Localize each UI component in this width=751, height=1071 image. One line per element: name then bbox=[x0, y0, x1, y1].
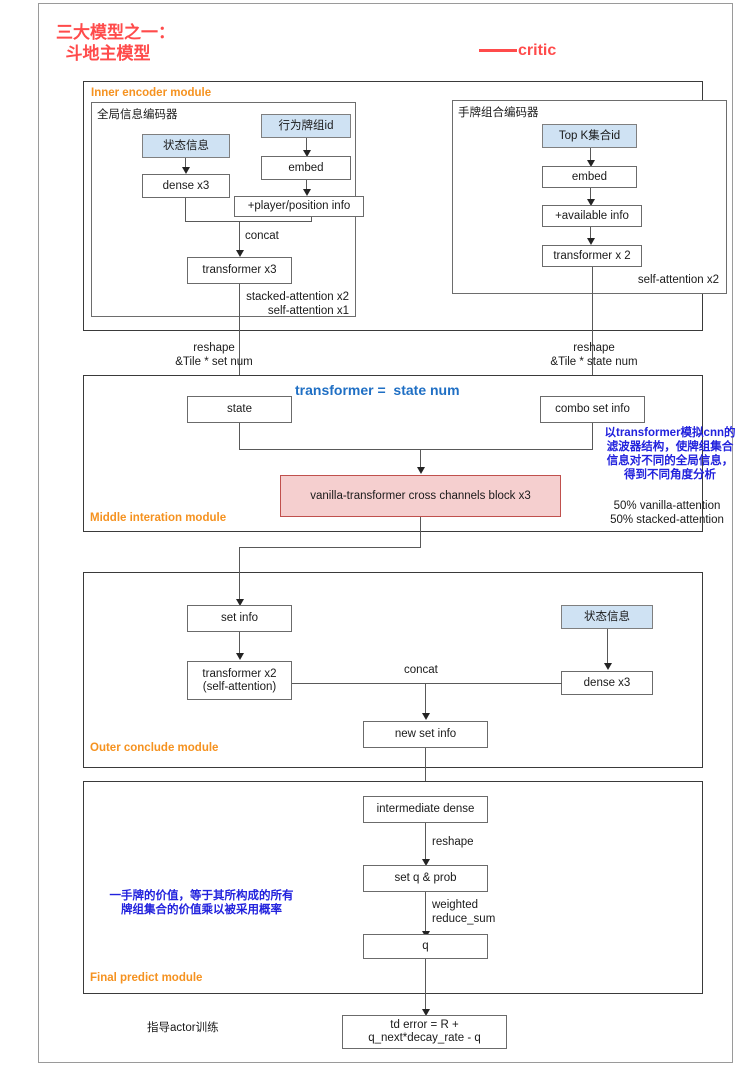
critic-line-icon bbox=[479, 49, 517, 52]
arrow-available-to-transformer bbox=[587, 238, 595, 245]
arrow-merge-to-cross-block bbox=[417, 467, 425, 474]
subgroup-label-global-info-encoder: 全局信息编码器 bbox=[97, 109, 178, 121]
edge-stateinfo2-to-dense bbox=[607, 629, 608, 665]
node-player-position-info[interactable]: +player/position info bbox=[234, 196, 364, 217]
note-guide-actor-training: 指导actor训练 bbox=[147, 1022, 219, 1034]
edge-transformer-x2-out bbox=[592, 267, 593, 388]
critic-legend: critic bbox=[479, 42, 556, 60]
node-transformer-x2-self-attention[interactable]: transformer x2 (self-attention) bbox=[187, 661, 292, 700]
arrow-q-to-td-error bbox=[422, 1009, 430, 1016]
edge-label-weighted-reduce-sum: weighted reduce_sum bbox=[432, 899, 496, 925]
edge-merge-bus bbox=[239, 449, 593, 450]
arrow-actionid-to-embed bbox=[303, 150, 311, 157]
node-state-info-2[interactable]: 状态信息 bbox=[561, 605, 653, 629]
edge-playerinfo-down bbox=[311, 217, 312, 221]
diagram-canvas: 三大模型之一： 斗地主模型 critic Inner encoder modul… bbox=[38, 3, 736, 1063]
subgroup-label-hand-combo-encoder: 手牌组合编码器 bbox=[458, 107, 539, 119]
node-embed-2[interactable]: embed bbox=[542, 166, 637, 188]
node-td-error[interactable]: td error = R + q_next*decay_rate - q bbox=[342, 1015, 507, 1049]
arrow-state-to-dense bbox=[182, 167, 190, 174]
module-label-inner-encoder: Inner encoder module bbox=[91, 87, 212, 99]
node-available-info[interactable]: +available info bbox=[542, 205, 642, 227]
node-new-set-info[interactable]: new set info bbox=[363, 721, 488, 748]
node-dense-x3[interactable]: dense x3 bbox=[142, 174, 230, 198]
edge-concat-bus-2 bbox=[292, 683, 562, 684]
node-state-info[interactable]: 状态信息 bbox=[142, 134, 230, 158]
edge-setinfo-to-transformer bbox=[239, 632, 240, 655]
node-state[interactable]: state bbox=[187, 396, 292, 423]
node-transformer-x2[interactable]: transformer x 2 bbox=[542, 245, 642, 267]
node-combo-set-info[interactable]: combo set info bbox=[540, 396, 645, 423]
annotation-transformer-cnn-filter: 以transformer模拟cnn的 滤波器结构，使牌组集合 信息对不同的全局信… bbox=[604, 427, 736, 481]
edge-label-concat-2: concat bbox=[404, 664, 438, 676]
arrow-concat-to-new-set-info bbox=[422, 713, 430, 720]
edge-label-concat: concat bbox=[245, 230, 279, 242]
edge-pink-to-setinfo-h bbox=[239, 547, 421, 548]
arrow-embed2-to-available bbox=[587, 199, 595, 206]
edge-intermediate-to-setq bbox=[425, 823, 426, 861]
annotation-hand-value: 一手牌的价值，等于其所构成的所有 牌组集合的价值乘以被采用概率 bbox=[109, 890, 294, 916]
note-stacked-self-attention: stacked-attention x2 self-attention x1 bbox=[246, 291, 349, 317]
arrow-topk-to-embed bbox=[587, 160, 595, 167]
node-embed[interactable]: embed bbox=[261, 156, 351, 180]
edge-concat-bus bbox=[185, 221, 312, 222]
arrow-stateinfo2-to-dense bbox=[604, 663, 612, 670]
heading-transformer-state-num: transformer = state num bbox=[295, 382, 460, 398]
edge-dense-down bbox=[185, 198, 186, 221]
arrow-embed-to-player-info bbox=[303, 189, 311, 196]
node-cross-channels-block[interactable]: vanilla-transformer cross channels block… bbox=[280, 475, 561, 517]
module-label-middle-interaction: Middle interation module bbox=[90, 512, 227, 524]
module-label-final-predict: Final predict module bbox=[90, 972, 203, 984]
edge-actionid-to-embed bbox=[306, 138, 307, 151]
edge-comboset-down bbox=[592, 423, 593, 449]
edge-newsetinfo-to-module4 bbox=[425, 748, 426, 791]
edge-pink-to-setinfo-v2 bbox=[239, 547, 240, 601]
node-top-k-set-id[interactable]: Top K集合id bbox=[542, 124, 637, 148]
edge-topk-to-embed bbox=[590, 148, 591, 161]
page-title: 三大模型之一： 斗地主模型 bbox=[56, 23, 175, 63]
connector-label-reshape-right: reshape &Tile * state num bbox=[550, 342, 638, 368]
edge-state-down bbox=[239, 423, 240, 449]
arrow-intermediate-to-setq bbox=[422, 859, 430, 866]
edge-embed2-to-available bbox=[590, 188, 591, 200]
edge-embed-to-player-info bbox=[306, 180, 307, 191]
edge-label-reshape: reshape bbox=[432, 836, 474, 848]
edge-q-to-td-error bbox=[425, 959, 426, 1011]
edge-state-to-dense bbox=[185, 158, 186, 169]
critic-label: critic bbox=[518, 42, 557, 59]
node-dense-x3-2[interactable]: dense x3 bbox=[561, 671, 653, 695]
node-transformer-x3[interactable]: transformer x3 bbox=[187, 257, 292, 284]
edge-merge-stem bbox=[420, 449, 421, 469]
edge-pink-to-setinfo-v1 bbox=[420, 517, 421, 547]
edge-transformer-x3-out bbox=[239, 284, 240, 388]
edge-concat-stem bbox=[239, 221, 240, 252]
note-attention-ratio: 50% vanilla-attention 50% stacked-attent… bbox=[610, 500, 724, 526]
edge-concat-stem-2 bbox=[425, 683, 426, 715]
edge-setq-to-q bbox=[425, 892, 426, 933]
node-set-q-prob[interactable]: set q & prob bbox=[363, 865, 488, 892]
node-q[interactable]: q bbox=[363, 934, 488, 959]
edge-available-to-transformer bbox=[590, 227, 591, 239]
arrow-setinfo-to-transformer bbox=[236, 653, 244, 660]
arrow-to-set-info bbox=[236, 599, 244, 606]
module-label-outer-conclude: Outer conclude module bbox=[90, 742, 219, 754]
connector-label-reshape-left: reshape &Tile * set num bbox=[175, 342, 253, 368]
node-intermediate-dense[interactable]: intermediate dense bbox=[363, 796, 488, 823]
node-action-card-group-id[interactable]: 行为牌组id bbox=[261, 114, 351, 138]
arrow-concat-to-transformer bbox=[236, 250, 244, 257]
note-self-attention-x2: self-attention x2 bbox=[637, 274, 719, 286]
node-set-info[interactable]: set info bbox=[187, 605, 292, 632]
